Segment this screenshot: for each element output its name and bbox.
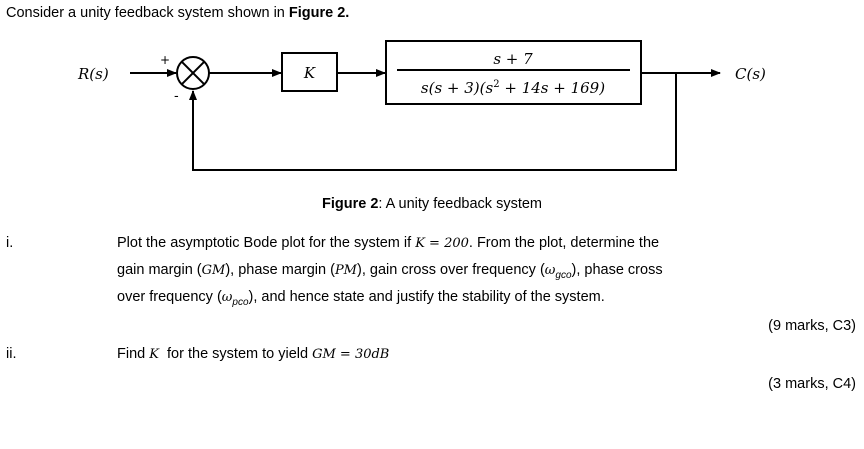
question-1-number: i.	[6, 235, 14, 251]
k-value: K = 200	[415, 236, 469, 251]
intro-text: Consider a unity feedback system shown i…	[6, 5, 349, 21]
input-label: R(s)	[77, 65, 109, 83]
caption-label: Figure 2	[321, 196, 379, 212]
intro-sentence: Consider a unity feedback system shown i…	[6, 5, 289, 21]
minus-sign: -	[174, 89, 179, 104]
caption-text: : A unity feedback system	[378, 196, 543, 212]
feedback-path	[189, 73, 677, 171]
gain-block-label: K	[303, 64, 316, 82]
block-diagram: R(s) + - K s + 7 s(s + 3)(s2 + 14s + 169…	[77, 40, 766, 171]
question-1-line-3: over frequency (ωpco), and hence state a…	[117, 289, 605, 308]
question-1-line-2: gain margin (GM), phase margin (PM), gai…	[117, 262, 663, 281]
figure-reference: Figure 2.	[288, 5, 350, 21]
output-label: C(s)	[735, 65, 766, 83]
plant-numerator: s + 7	[493, 50, 533, 68]
question-2-number: ii.	[6, 346, 17, 362]
figure-caption: Figure 2: A unity feedback system	[0, 196, 864, 212]
plant-denominator: s(s + 3)(s2 + 14s + 169)	[421, 79, 605, 97]
plus-sign: +	[160, 53, 170, 67]
plant-block	[385, 40, 642, 105]
summing-junction	[176, 56, 210, 90]
question-1-line-1: Plot the asymptotic Bode plot for the sy…	[117, 235, 660, 251]
question-2-text: Find K for the system to yield GM = 30dB	[117, 346, 390, 362]
question-2-marks: (3 marks, C4)	[768, 376, 856, 392]
question-1-marks: (9 marks, C3)	[768, 318, 856, 334]
